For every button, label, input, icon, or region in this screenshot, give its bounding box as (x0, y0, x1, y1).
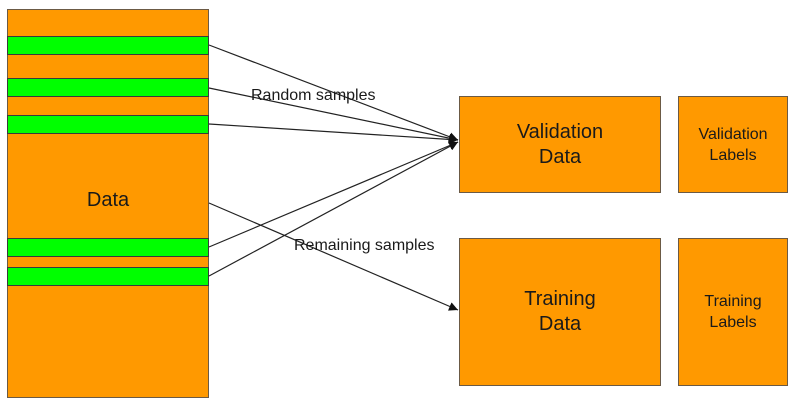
training-data-box: Training Data (459, 238, 661, 386)
training-data-line1: Training (524, 288, 596, 310)
validation-data-line1: Validation (516, 120, 604, 143)
validation-data-box: Validation Data (459, 96, 661, 193)
training-labels-box: Training Labels (678, 238, 788, 386)
data-block-label: Data (86, 189, 130, 211)
random-sample-stripe (7, 238, 209, 257)
random-sample-stripe (7, 36, 209, 55)
random-sample-stripe (7, 115, 209, 134)
training-labels-line2: Labels (709, 314, 757, 331)
random-sample-stripe (7, 267, 209, 286)
edge-random-2 (208, 87, 459, 143)
remaining-samples-label: Remaining samples (294, 237, 435, 254)
validation-data-line2: Data (538, 145, 582, 168)
random-sample-stripe (7, 78, 209, 97)
validation-labels-box: Validation Labels (678, 96, 788, 193)
training-labels-line1: Training (704, 293, 762, 310)
edge-random-5 (208, 141, 459, 277)
edge-random-3 (208, 123, 459, 144)
random-samples-label: Random samples (251, 87, 376, 104)
validation-labels-line1: Validation (698, 125, 768, 143)
validation-labels-line2: Labels (709, 146, 757, 164)
edge-random-1 (208, 44, 459, 141)
training-data-line2: Data (538, 313, 582, 335)
edge-random-4 (208, 141, 459, 248)
edge-remaining (208, 202, 459, 311)
data-block: Data (7, 9, 209, 398)
